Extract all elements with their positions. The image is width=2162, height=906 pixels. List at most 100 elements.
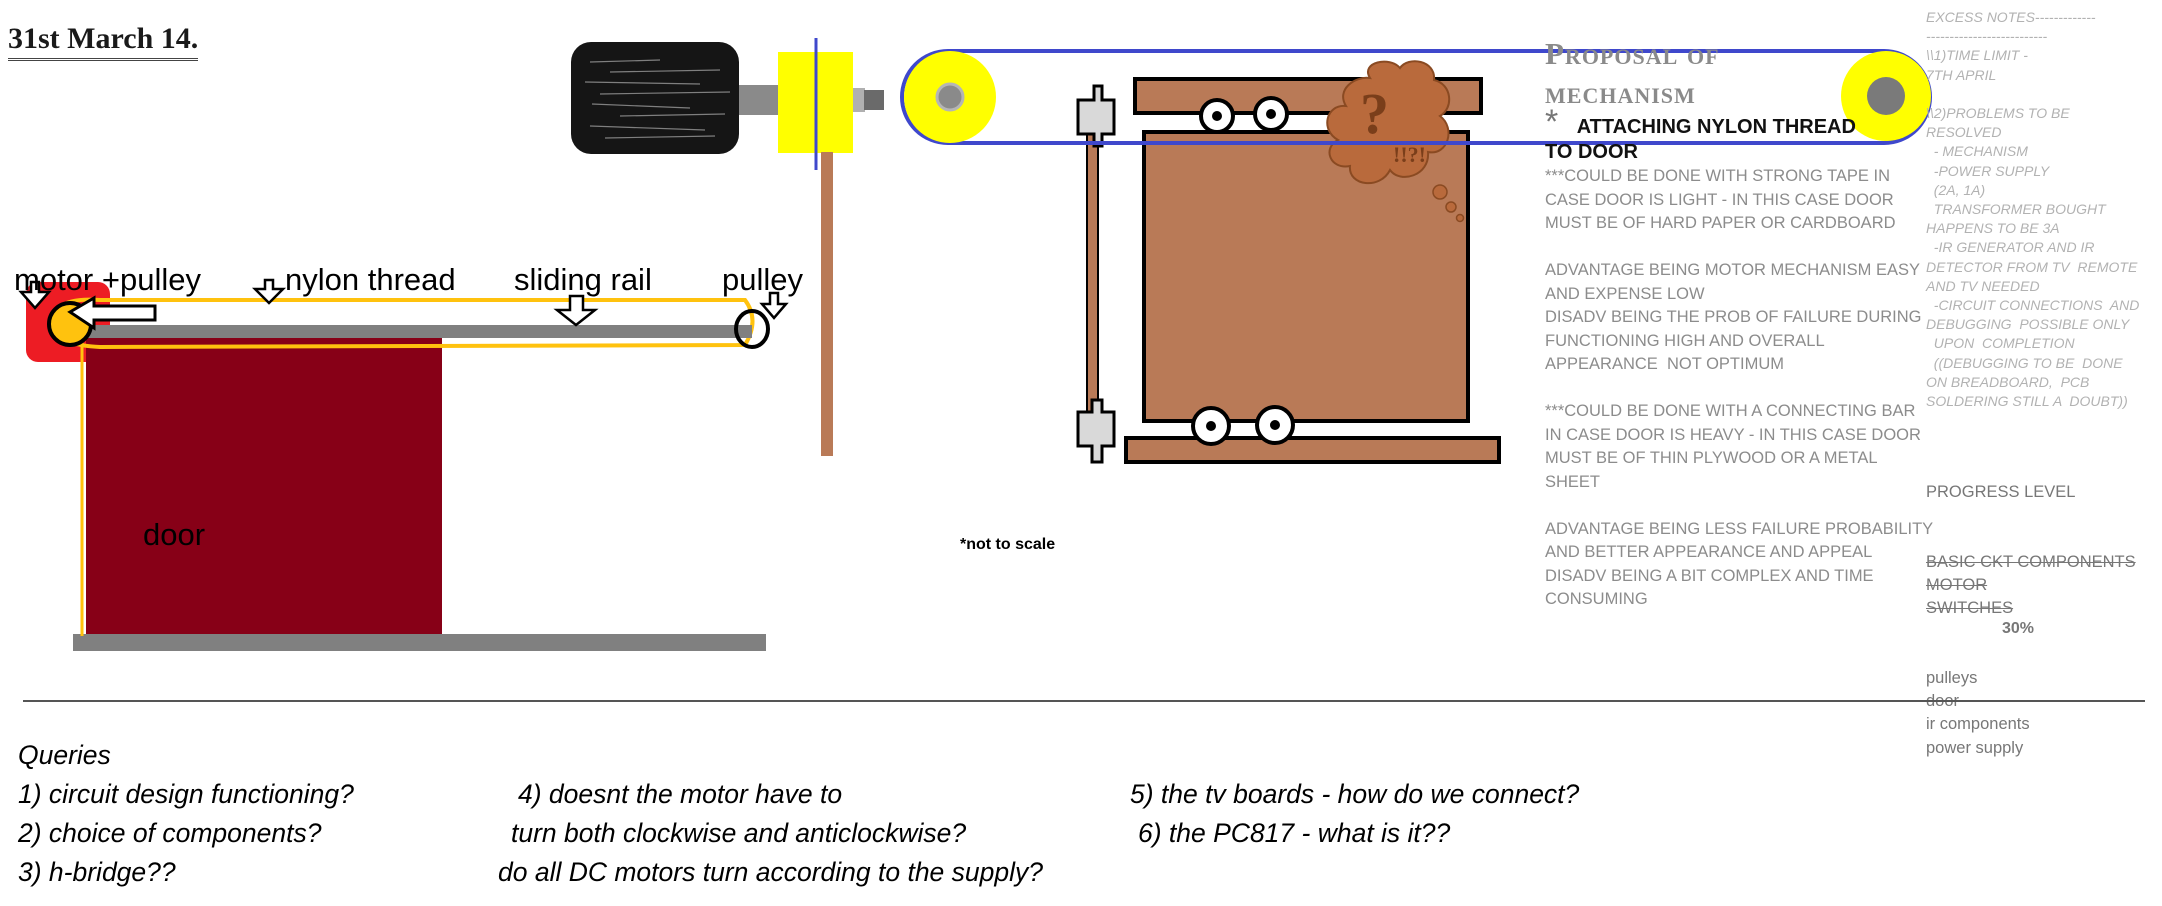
- belt-drive: [900, 49, 1932, 145]
- excess-notes: EXCESS NOTES------------- ---------------…: [1926, 8, 2156, 411]
- proposal-heading-line1: ATTACHING NYLON THREAD: [1576, 116, 1856, 138]
- excess-notes-line: SOLDERING STILL A DOUBT)): [1926, 393, 2128, 410]
- motor-shaft: [739, 85, 779, 115]
- wheels-bottom: [1191, 405, 1295, 446]
- progress-title: PROGRESS LEVEL: [1926, 483, 2076, 502]
- proposal-body-line: [1545, 377, 1925, 401]
- progress-done-item: BASIC CKT COMPONENTS: [1926, 553, 2136, 572]
- excess-notes-line: DETECTOR FROM TV REMOTE: [1926, 258, 2138, 275]
- down-arrow-motor-icon: [18, 280, 52, 310]
- excess-notes-line: -IR GENERATOR AND IR: [1926, 239, 2095, 256]
- progress-pending-item: pulleys: [1926, 669, 1978, 688]
- progress-percent: 30%: [2002, 620, 2035, 637]
- label-pulley: pulley: [722, 262, 803, 297]
- proposal-body-line: CASE DOOR IS LIGHT - IN THIS CASE DOOR: [1545, 190, 1894, 209]
- proposal-body: ***COULD BE DONE WITH STRONG TAPE IN CASE…: [1545, 165, 1934, 612]
- query-4-line1: 4) doesnt the motor have to: [518, 779, 843, 809]
- excess-notes-line: ON BREADBOARD, PCB: [1926, 373, 2090, 390]
- excess-notes-line: (2A, 1A): [1926, 181, 1986, 198]
- query-4-line3: do all DC motors turn according to the s…: [498, 857, 1043, 887]
- excess-notes-line: AND TV NEEDED: [1926, 277, 2040, 294]
- query-5: 5) the tv boards - how do we connect?: [1130, 779, 1580, 809]
- bottom-rail: [73, 634, 766, 651]
- clamp-bottom: [1076, 398, 1116, 464]
- excess-notes-line: DEBUGGING POSSIBLE ONLY: [1926, 316, 2130, 333]
- proposal-block: Proposal of mechanism * ATTACHING NYLON …: [1545, 34, 1934, 612]
- proposal-body-line: [1545, 236, 1925, 260]
- excess-notes-line: --------------------------: [1926, 28, 2048, 45]
- query-1: 1) circuit design functioning?: [18, 779, 354, 809]
- thought-exclamations: !!?!: [1393, 142, 1426, 167]
- progress-done-item: MOTOR: [1926, 576, 1988, 595]
- end-pulley: [734, 309, 770, 349]
- excess-notes-line: \\1)TIME LIMIT -: [1926, 47, 2028, 64]
- query-3: 3) h-bridge??: [18, 857, 176, 887]
- progress-list: PROGRESS LEVEL BASIC CKT COMPONENTS MOTOR…: [1926, 435, 2156, 783]
- thought-question-mark: ?: [1360, 81, 1389, 146]
- query-4-line2: turn both clockwise and anticlockwise?: [511, 818, 967, 848]
- sliding-rail: [74, 325, 752, 338]
- excess-notes-line: -POWER SUPPLY: [1926, 162, 2050, 179]
- proposal-body-line: ***COULD BE DONE WITH STRONG TAPE IN: [1545, 167, 1891, 185]
- excess-notes-line: UPON COMPLETION: [1926, 335, 2075, 352]
- proposal-body-line: IN CASE DOOR IS HEAVY - IN THIS CASE DOO…: [1545, 425, 1921, 444]
- proposal-body-line: ADVANTAGE BEING MOTOR MECHANISM EASY: [1545, 261, 1920, 279]
- page-date: 31st March 14.: [8, 22, 199, 61]
- proposal-body-line: [1545, 494, 1925, 518]
- proposal-heading-line2: TO DOOR: [1545, 141, 1638, 163]
- label-sliding-rail: sliding rail: [514, 262, 652, 297]
- excess-notes-line: -CIRCUIT CONNECTIONS AND: [1926, 297, 2140, 314]
- left-arrow-pulley-icon: [67, 295, 157, 331]
- progress-done-item: SWITCHES: [1926, 599, 2014, 618]
- door-panel: [86, 333, 442, 646]
- sliding-door-sketch: [18, 278, 789, 651]
- pulley-shaft-end: [864, 90, 884, 110]
- query-2: 2) choice of components?: [18, 818, 322, 848]
- proposal-body-line: MUST BE OF THIN PLYWOOD OR A METAL: [1545, 449, 1878, 467]
- proposal-body-line: MUST BE OF HARD PAPER OR CARDBOARD: [1545, 214, 1896, 232]
- proposal-star: *: [1545, 103, 1559, 141]
- proposal-body-line: AND EXPENSE LOW: [1545, 284, 1705, 303]
- label-motor-pulley: motor +pulley: [14, 262, 201, 297]
- excess-notes-line: EXCESS NOTES-------------: [1926, 9, 2096, 25]
- proposal-body-line: ***COULD BE DONE WITH A CONNECTING BAR: [1545, 402, 1916, 420]
- excess-notes-line: - MECHANISM: [1926, 143, 2028, 160]
- query-6: 6) the PC817 - what is it??: [1138, 818, 1451, 848]
- proposal-body-line: FUNCTIONING HIGH AND OVERALL: [1545, 331, 1825, 350]
- door-frame: [1076, 77, 1501, 464]
- proposal-body-line: ADVANTAGE BEING LESS FAILURE PROBABILITY: [1545, 519, 1934, 538]
- frame-bottom-bar: [1124, 436, 1501, 464]
- proposal-body-line: SHEET: [1545, 472, 1601, 491]
- proposal-body-line: CONSUMING: [1545, 590, 1648, 608]
- proposal-body-line: AND BETTER APPEARANCE AND APPEAL: [1545, 543, 1873, 561]
- pulley-shaft: [853, 88, 865, 112]
- down-arrow-pulley-icon: [759, 291, 789, 320]
- label-nylon-thread: nylon thread: [285, 262, 456, 297]
- proposal-heading: * ATTACHING NYLON THREAD: [1545, 105, 1925, 141]
- excess-notes-line: RESOLVED: [1926, 124, 2002, 141]
- not-to-scale-note: *not to scale: [960, 536, 1056, 553]
- proposal-body-line: DISADV BEING A BIT COMPLEX AND TIME: [1545, 566, 1874, 585]
- clamp-top: [1076, 84, 1116, 148]
- connecting-bar: [821, 152, 833, 456]
- excess-notes-line: HAPPENS TO BE 3A: [1926, 220, 2060, 237]
- excess-notes-line: \\2)PROBLEMS TO BE: [1926, 105, 2070, 122]
- excess-notes-line: 7TH APRIL: [1926, 66, 1997, 83]
- thought-cloud: [1326, 60, 1465, 223]
- proposal-body-line: APPEARANCE NOT OPTIMUM: [1545, 355, 1784, 373]
- section-divider: [23, 700, 2145, 702]
- queries-title: Queries: [18, 740, 111, 770]
- proposal-body-line: DISADV BEING THE PROB OF FAILURE DURING: [1545, 308, 1922, 326]
- frame-side-bar: [1086, 119, 1099, 433]
- down-arrow-rail-icon: [553, 294, 599, 327]
- motor-assembly: [571, 38, 884, 456]
- wheels-top: [1199, 96, 1289, 134]
- excess-notes-line: [1926, 85, 2156, 104]
- progress-pending-item: ir components: [1926, 715, 2030, 734]
- label-door: door: [143, 517, 206, 552]
- progress-pending-item: power supply: [1926, 738, 2024, 757]
- progress-done-list: BASIC CKT COMPONENTS MOTOR SWITCHES: [1926, 551, 2156, 621]
- excess-notes-line: ((DEBUGGING TO BE DONE: [1926, 354, 2123, 371]
